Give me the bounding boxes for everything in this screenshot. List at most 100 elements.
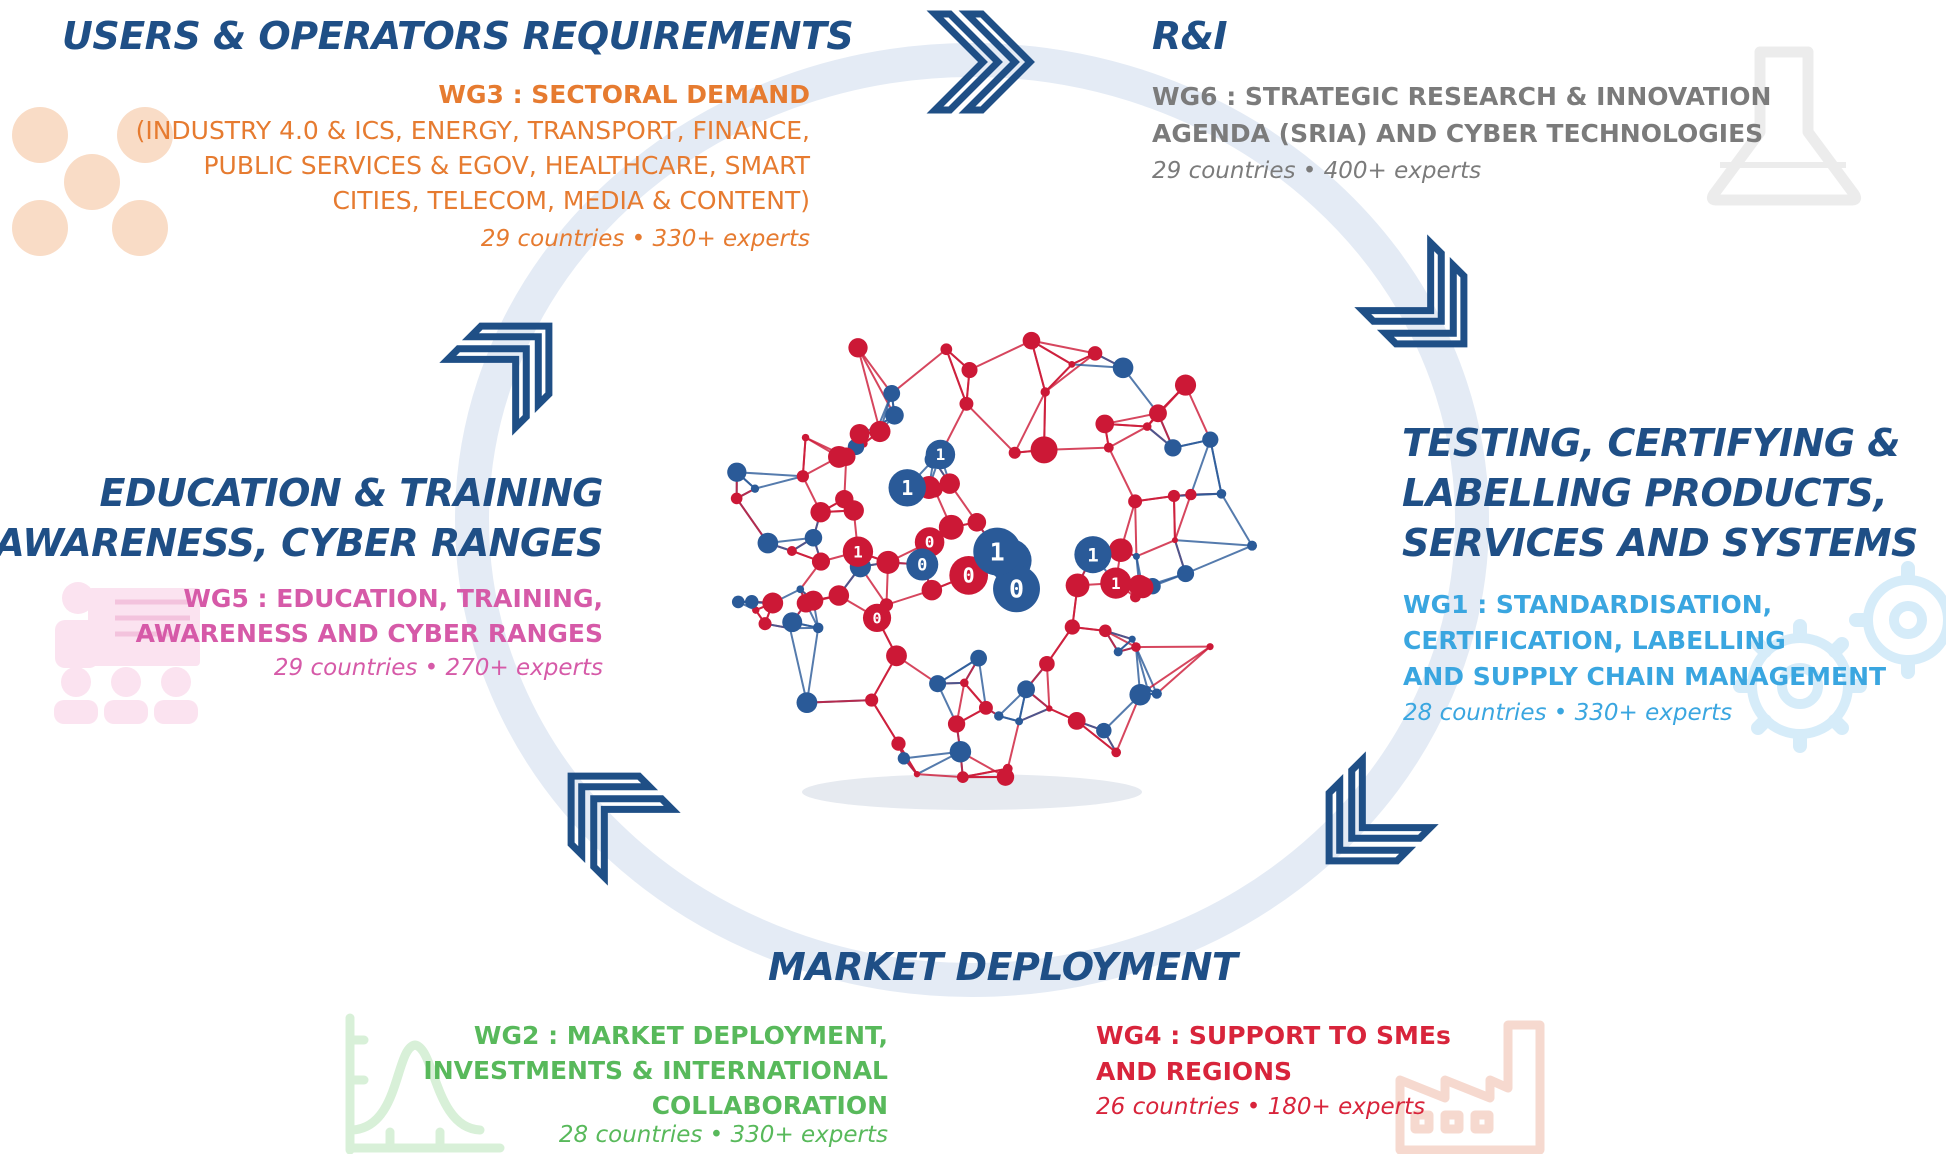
network-node: [812, 622, 824, 634]
network-node: [865, 693, 879, 707]
binary-digit: 1: [990, 538, 1005, 567]
network-node: [1247, 540, 1258, 551]
network-node: [1030, 436, 1058, 464]
network-node: [970, 649, 987, 667]
testing-heading-line: LABELLING PRODUCTS,: [1402, 471, 1888, 515]
binary-network-globe-icon: 010110110101: [727, 331, 1258, 786]
network-node: [1132, 552, 1140, 560]
network-node: [1039, 656, 1055, 672]
network-node: [752, 606, 760, 614]
network-node: [1008, 446, 1021, 459]
network-node: [978, 700, 993, 715]
network-link: [1209, 439, 1223, 494]
network-node: [801, 433, 810, 442]
wg1-title: WG1 : STANDARDISATION, CERTIFICATION, LA…: [1403, 587, 1886, 695]
testing-heading-line: TESTING, CERTIFYING &: [1402, 421, 1900, 465]
wg6-stats: 29 countries • 400+ experts: [1152, 158, 1482, 184]
network-node: [1206, 643, 1214, 651]
network-node: [1131, 576, 1154, 599]
wg5-stats: 29 countries • 270+ experts: [273, 655, 603, 681]
network-node: [959, 396, 974, 411]
network-node: [828, 445, 850, 468]
network-link: [806, 699, 872, 704]
binary-digit: 0: [925, 533, 935, 552]
network-link: [1107, 447, 1137, 502]
binary-digit: 1: [1111, 574, 1121, 593]
network-node: [891, 736, 906, 751]
wg3-line: PUBLIC SERVICES & EGOV, HEALTHCARE, SMAR…: [203, 151, 810, 180]
network-link: [1172, 495, 1176, 541]
network-node: [869, 420, 891, 443]
network-node: [1100, 567, 1132, 599]
wg4-line: WG4 : SUPPORT TO SMEs: [1096, 1021, 1451, 1050]
network-node: [1064, 619, 1080, 635]
network-node: [1128, 494, 1143, 509]
wg1-line: WG1 : STANDARDISATION,: [1403, 590, 1773, 619]
network-link: [969, 339, 1032, 371]
wg2-line: WG2 : MARKET DEPLOYMENT,: [473, 1021, 888, 1050]
wg2-title: WG2 : MARKET DEPLOYMENT, INVESTMENTS & I…: [423, 1018, 888, 1123]
network-link: [754, 475, 804, 490]
binary-digit: 1: [1087, 545, 1098, 567]
network-node: [843, 500, 864, 521]
network-node: [745, 595, 759, 609]
network-link: [1136, 539, 1176, 558]
network-node: [810, 501, 831, 523]
network-node: [1216, 488, 1227, 499]
segment-heading-market: MARKET DEPLOYMENT: [768, 945, 1238, 989]
globe-shadow: [802, 774, 1142, 810]
network-node: [1017, 680, 1036, 699]
network-node: [994, 711, 1004, 721]
network-link: [1147, 645, 1211, 691]
wg2-stats: 28 countries • 330+ experts: [558, 1122, 888, 1148]
network-node: [782, 612, 803, 633]
wg4-stats: 26 countries • 180+ experts: [1096, 1094, 1426, 1120]
network-link: [1031, 339, 1096, 355]
network-node: [993, 565, 1040, 613]
network-link: [1135, 646, 1149, 690]
wg3-title: WG3 : SECTORAL DEMAND: [438, 80, 810, 109]
network-node: [961, 361, 978, 379]
network-node: [939, 473, 960, 494]
network-node: [1142, 422, 1152, 431]
binary-digit: 0: [963, 564, 975, 588]
network-link: [945, 348, 968, 405]
flask-icon: [1706, 46, 1862, 206]
testing-heading-line: SERVICES AND SYSTEMS: [1402, 521, 1918, 565]
network-node: [1087, 346, 1103, 361]
hexagon-dots-icon: [12, 107, 173, 256]
binary-digit: 1: [936, 445, 946, 464]
network-node: [811, 552, 831, 571]
network-link: [1006, 721, 1021, 769]
network-link: [1018, 707, 1050, 723]
chevron-arrow-icon: [439, 10, 1468, 886]
network-link: [916, 773, 963, 779]
network-node: [960, 678, 969, 688]
network-node: [1065, 573, 1090, 598]
network-node: [1112, 357, 1134, 379]
network-node: [940, 343, 953, 356]
wg4-title: WG4 : SUPPORT TO SMEs AND REGIONS: [1096, 1018, 1451, 1090]
network-node: [956, 771, 969, 783]
network-link: [1220, 493, 1253, 547]
network-link: [1044, 352, 1096, 393]
network-node: [947, 715, 966, 733]
binary-digit: 0: [1009, 575, 1024, 604]
network-link: [1156, 645, 1211, 695]
network-link: [965, 403, 1016, 454]
wg6-line: WG6 : STRATEGIC RESEARCH & INNOVATION: [1152, 82, 1772, 111]
network-link: [801, 437, 807, 477]
network-node: [1129, 684, 1151, 706]
network-node: [796, 470, 809, 483]
segment-heading-education: EDUCATION & TRAINING AWARENESS, CYBER RA…: [0, 468, 603, 568]
network-node: [929, 675, 947, 693]
network-link: [857, 347, 880, 427]
classroom-icon: [54, 582, 200, 724]
network-link: [1134, 501, 1138, 557]
wg1-line: AND SUPPLY CHAIN MANAGEMENT: [1403, 662, 1887, 691]
network-node: [1015, 717, 1024, 726]
network-node: [949, 740, 972, 763]
network-node: [762, 592, 784, 614]
network-link: [736, 471, 803, 478]
network-node: [1185, 488, 1197, 501]
